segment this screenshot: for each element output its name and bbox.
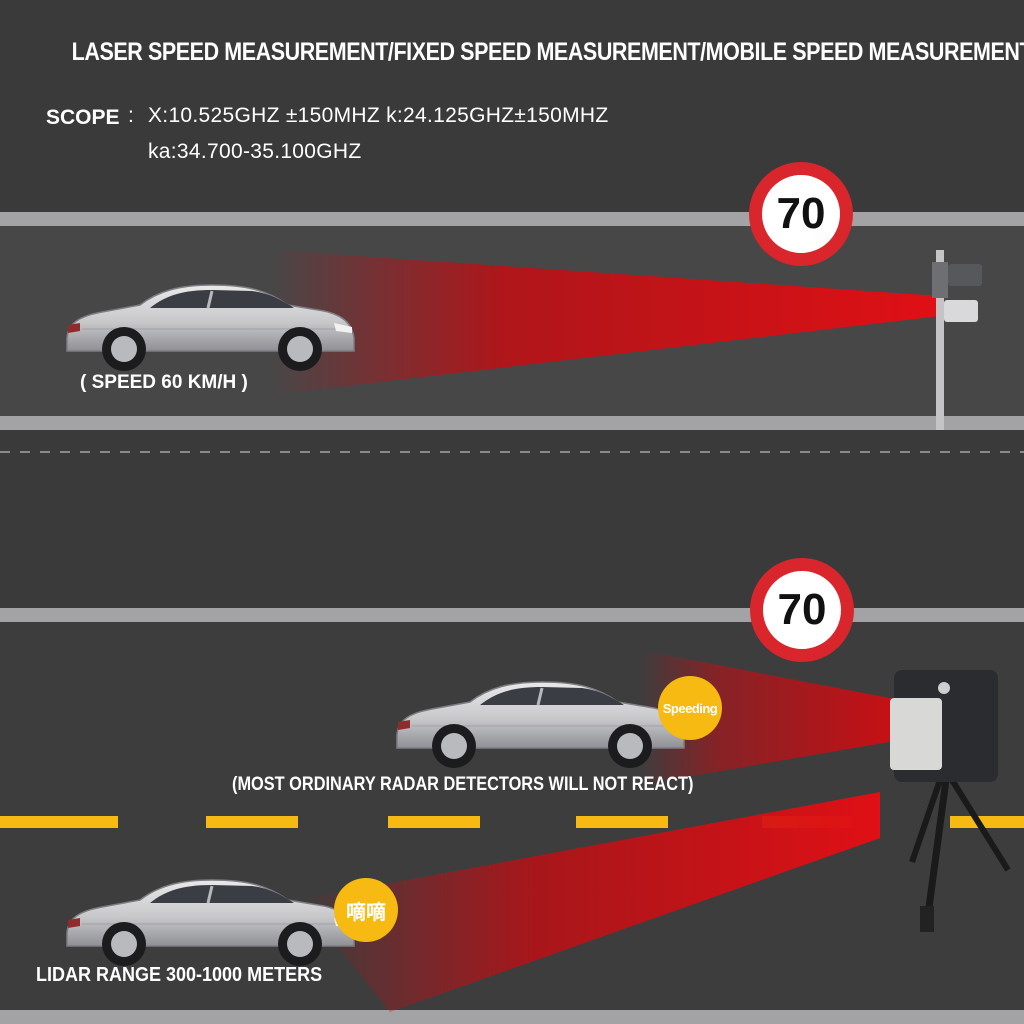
lane-line-bottom <box>0 608 1024 622</box>
scope-colon: : <box>128 104 134 127</box>
lidar-range-caption: LIDAR RANGE 300-1000 METERS <box>36 964 323 986</box>
speed-limit-sign: 70 <box>750 558 854 662</box>
laser-beam-fixed <box>270 250 940 395</box>
tripod-icon <box>909 778 1011 932</box>
speed-camera-icon <box>932 250 982 430</box>
beep-badge: 嘀嘀 <box>334 878 398 942</box>
car-speed-caption: ( SPEED 60 KM/H ) <box>80 372 248 393</box>
speeding-badge: Speeding <box>658 676 722 740</box>
lane-line-top <box>0 212 1024 226</box>
scope-frequencies-line2: ka:34.700-35.100GHZ <box>148 140 362 163</box>
lidar-beam-low <box>300 792 880 1012</box>
headline: LASER SPEED MEASUREMENT/FIXED SPEED MEAS… <box>71 38 1024 66</box>
scope-frequencies-line1: X:10.525GHZ ±150MHZ k:24.125GHZ±150MHZ <box>148 104 609 127</box>
scope-label: SCOPE <box>46 106 120 129</box>
mobile-radar-icon <box>890 670 998 782</box>
speed-limit-sign: 70 <box>749 162 853 266</box>
radar-detector-caption: (MOST ORDINARY RADAR DETECTORS WILL NOT … <box>232 774 694 795</box>
lane-line-top-lower <box>0 416 1024 430</box>
